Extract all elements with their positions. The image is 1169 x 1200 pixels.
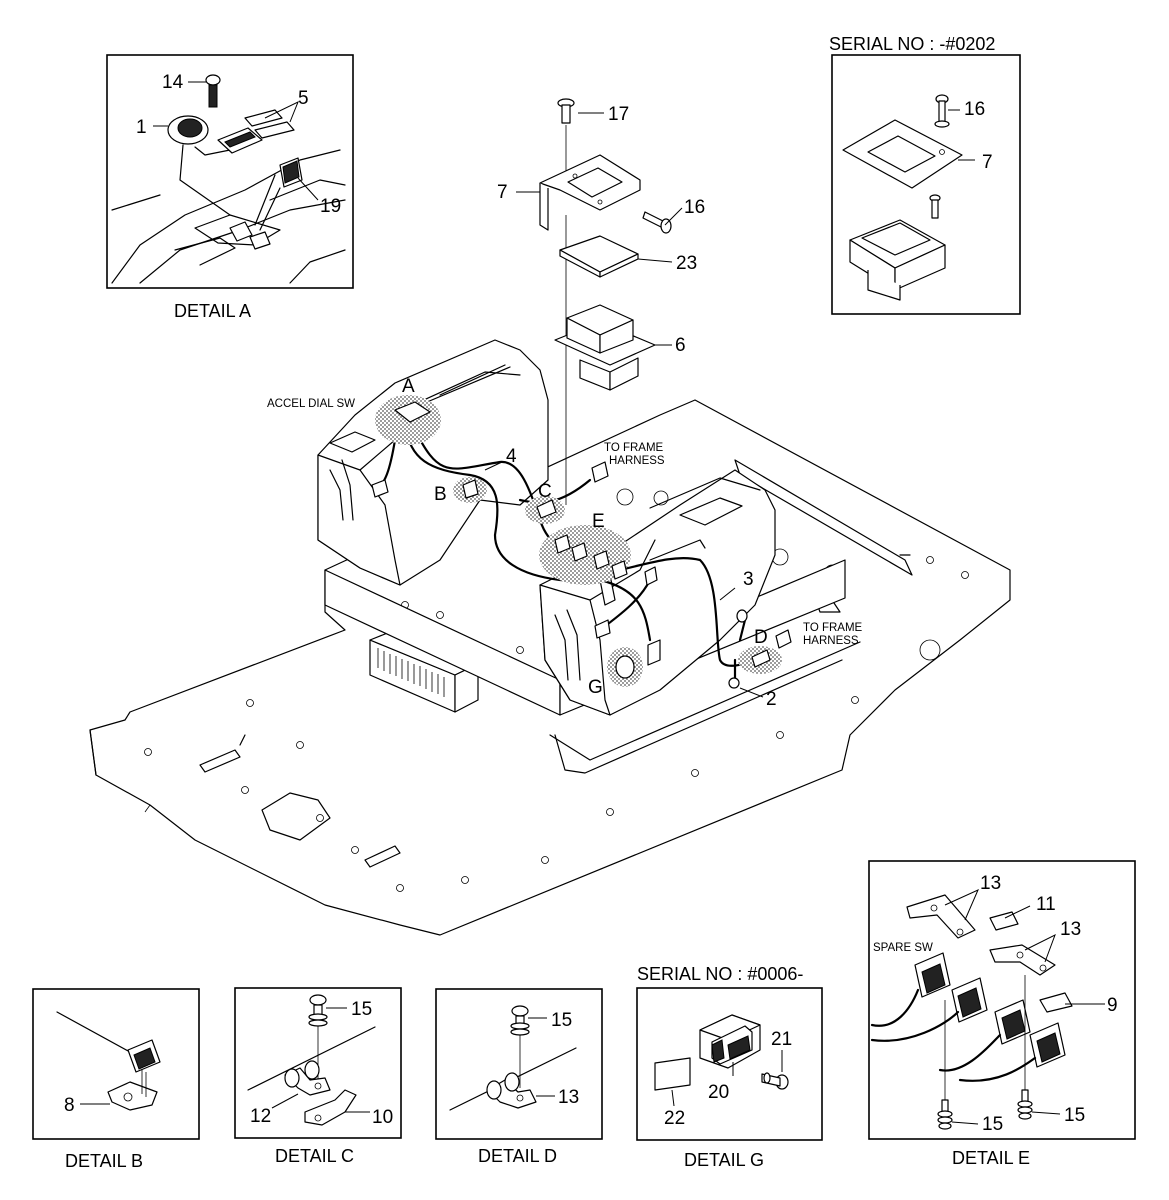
detail-c-caption: DETAIL C: [275, 1146, 354, 1166]
bolt-16: [642, 211, 672, 234]
to-frame-harness-label-2a: TO FRAME: [803, 622, 863, 634]
detail-e-part-15-right: 15: [1064, 1105, 1085, 1126]
exploded-stack: [539, 98, 672, 505]
to-frame-harness-label-2b: HARNESS: [803, 635, 859, 647]
callout-letter-d: D: [754, 627, 768, 648]
detail-d-panel: [435, 988, 603, 1140]
floor-plate-holes: [144, 556, 969, 892]
detail-c-part-10: 10: [372, 1107, 393, 1128]
detail-g-part-20: 20: [708, 1082, 729, 1103]
to-frame-harness-label-1a: TO FRAME: [604, 442, 664, 454]
detail-a-caption: DETAIL A: [174, 301, 251, 321]
serial-top-part-7: 7: [982, 152, 993, 173]
detail-c-panel: [234, 987, 402, 1139]
detail-c-part-15: 15: [351, 999, 372, 1020]
detail-e-part-13-top: 13: [980, 873, 1001, 894]
detail-d-caption: DETAIL D: [478, 1146, 557, 1166]
callout-letter-a: A: [402, 376, 415, 397]
part-number-1: 1: [136, 117, 147, 138]
plate-23: [559, 235, 639, 278]
detail-b-panel: [32, 988, 200, 1140]
right-console: [539, 469, 776, 716]
part-number-6: 6: [675, 335, 686, 356]
detail-g-panel: [636, 987, 823, 1141]
part-number-19: 19: [320, 196, 341, 217]
detail-e-part-15-left: 15: [982, 1114, 1003, 1135]
part-number-17: 17: [608, 104, 629, 125]
detail-g-part-21: 21: [771, 1029, 792, 1050]
callout-circles: [375, 395, 782, 687]
left-console: [317, 339, 549, 586]
detail-e-panel: [868, 860, 1136, 1140]
serial-g-label: SERIAL NO : #0006-: [637, 964, 803, 984]
spare-sw-label: SPARE SW: [873, 942, 933, 954]
detail-b-part-8: 8: [64, 1095, 75, 1116]
detail-e-part-13-right: 13: [1060, 919, 1081, 940]
accel-dial-sw-label: ACCEL DIAL SW: [267, 398, 355, 410]
callout-letter-e: E: [592, 511, 605, 532]
part-number-3: 3: [743, 569, 754, 590]
serial-top-part-16: 16: [964, 99, 985, 120]
box-6: [554, 304, 656, 391]
detail-e-part-11: 11: [1036, 894, 1056, 915]
detail-b-caption: DETAIL B: [65, 1151, 143, 1171]
callout-letter-c: C: [538, 481, 552, 502]
detail-e-part-9: 9: [1107, 995, 1118, 1016]
part-number-23: 23: [676, 253, 697, 274]
detail-d-part-13: 13: [558, 1087, 579, 1108]
part-number-4: 4: [506, 446, 517, 467]
part-number-14: 14: [162, 72, 184, 93]
part-number-7: 7: [497, 182, 508, 203]
callout-letter-b: B: [434, 484, 447, 505]
callout-letter-g: G: [588, 677, 603, 698]
bracket-7: [539, 154, 641, 231]
part-number-2: 2: [766, 689, 777, 710]
detail-c-part-12: 12: [250, 1106, 271, 1127]
detail-d-part-15: 15: [551, 1010, 572, 1031]
to-frame-harness-label-1b: HARNESS: [609, 455, 665, 467]
part-number-5: 5: [298, 88, 309, 109]
detail-g-caption: DETAIL G: [684, 1150, 764, 1170]
harness-connectors: [371, 461, 792, 689]
detail-g-part-22: 22: [664, 1108, 685, 1129]
part-number-16: 16: [684, 197, 705, 218]
bolt-17: [557, 98, 575, 124]
serial-top-panel: [831, 54, 1021, 315]
detail-e-caption: DETAIL E: [952, 1148, 1030, 1168]
detail-a-panel: [106, 54, 354, 289]
serial-top-label: SERIAL NO : -#0202: [829, 34, 995, 54]
